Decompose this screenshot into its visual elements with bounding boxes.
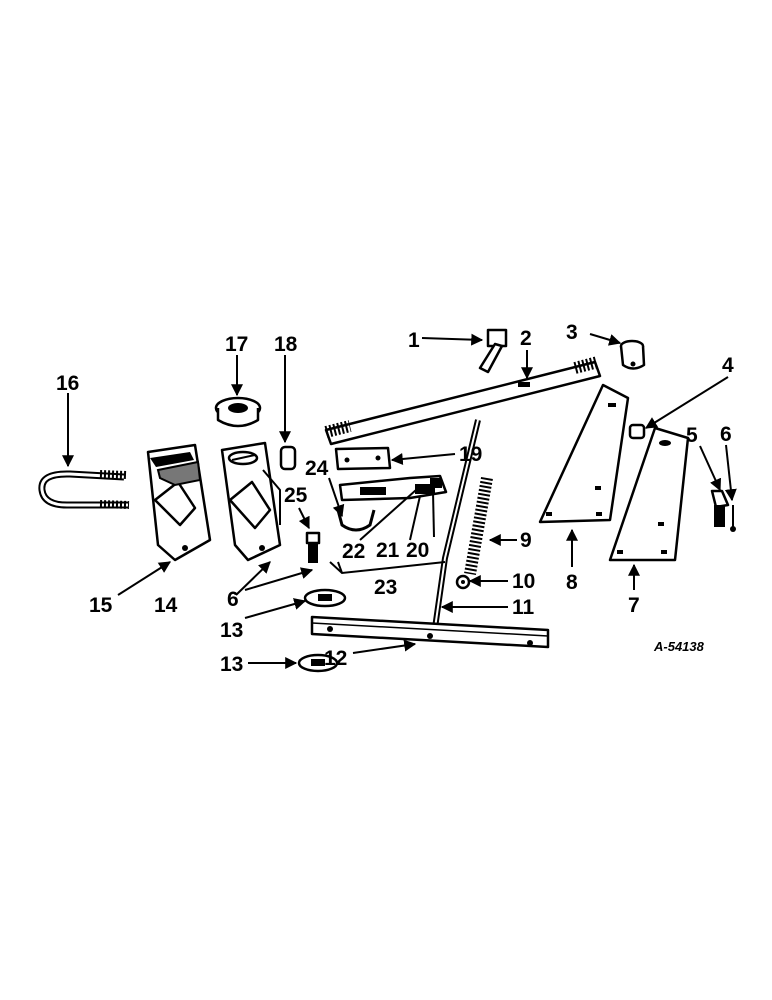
callout-10: 10: [512, 570, 535, 593]
pin-part: [730, 505, 736, 532]
u-bracket-part: [336, 509, 376, 532]
callout-5: 5: [686, 424, 698, 447]
callout-11: 11: [512, 596, 535, 619]
nut-part: [455, 574, 471, 590]
threaded-rod-part: [324, 356, 602, 446]
leader-lines: [62, 333, 737, 669]
callout-18: 18: [274, 333, 298, 356]
callout-7: 7: [628, 594, 640, 617]
callout-6-right: 6: [720, 423, 732, 446]
bolt-part-5: [710, 489, 730, 527]
callout-4: 4: [722, 354, 734, 377]
callout-12: 12: [324, 647, 347, 670]
callout-1: 1: [408, 329, 420, 352]
plate-part-19: [334, 446, 392, 471]
callout-8: 8: [566, 571, 578, 594]
clamp-bracket-part-15: [146, 443, 212, 562]
spring-part: [464, 476, 493, 576]
block-part: [628, 423, 646, 440]
callout-13-lower: 13: [220, 653, 243, 676]
clip-part: [478, 328, 508, 374]
washer-part-upper: [303, 588, 347, 608]
bar-part: [310, 615, 550, 649]
callout-23: 23: [374, 576, 397, 599]
callout-3: 3: [566, 321, 578, 344]
callout-21: 21: [376, 539, 400, 562]
callout-19: 19: [459, 443, 482, 466]
callout-6-left: 6: [227, 588, 239, 611]
callout-labels: 1 2 3 4 5 6 7 8 9 10 11 12 13 13 14 15 1…: [56, 321, 734, 676]
callout-9: 9: [520, 529, 532, 552]
thin-rod-part: [432, 419, 481, 629]
drawing-reference-number: A-54138: [653, 639, 705, 654]
callout-24: 24: [305, 457, 329, 480]
callout-22: 22: [342, 540, 365, 563]
callout-13-upper: 13: [220, 619, 243, 642]
sleeve-part: [279, 445, 297, 471]
plate-part-8: [538, 383, 630, 524]
callout-14: 14: [154, 594, 178, 617]
washer-part-lower: [297, 653, 339, 673]
callout-2: 2: [520, 327, 532, 350]
callout-15: 15: [89, 594, 113, 617]
cap-knob-part: [214, 396, 262, 428]
clamp-bracket-part-14: [220, 441, 282, 562]
callout-25: 25: [284, 484, 308, 507]
spacer-part: [619, 339, 646, 370]
u-bolt-part: [38, 470, 130, 509]
bracket-assembly-part: [338, 474, 448, 502]
callout-17: 17: [225, 333, 248, 356]
plate-part-7: [608, 426, 690, 562]
bolt-part-25: [305, 531, 321, 563]
callout-16: 16: [56, 372, 79, 395]
callout-20: 20: [406, 539, 429, 562]
